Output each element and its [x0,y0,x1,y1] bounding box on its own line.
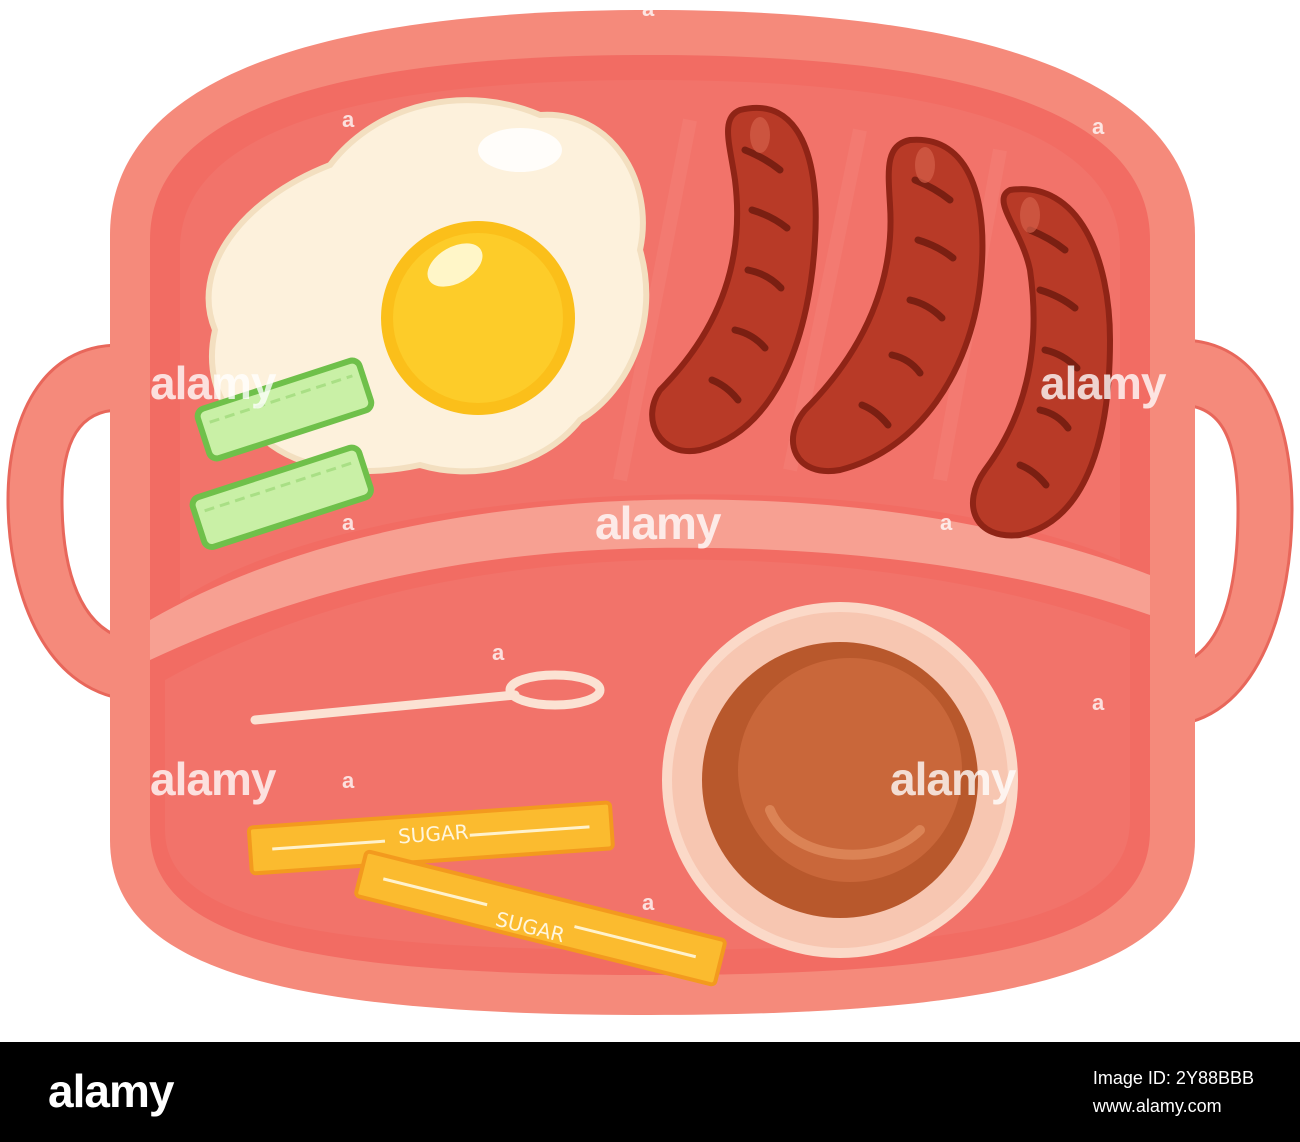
coffee-cup [662,602,1018,958]
watermark-mark: a [642,890,655,915]
watermark: alamy [150,357,276,409]
watermark-mark: a [940,510,953,535]
watermark-mark: a [342,510,355,535]
sausages [649,105,1114,539]
stock-footer: alamy Image ID: 2Y88BBB www.alamy.com [0,1042,1300,1142]
sausage [789,136,986,475]
footer-info: Image ID: 2Y88BBB www.alamy.com [1093,1064,1254,1120]
watermark-mark: a [342,768,355,793]
watermark-mark: a [1092,690,1105,715]
tray-handles [6,338,1294,727]
sausage [969,186,1114,539]
sausage [649,105,819,455]
watermark-mark: a [492,640,505,665]
watermark: alamy [150,753,276,805]
yolk-shine [427,243,483,287]
tray-divider [150,499,1150,660]
right-handle [1173,338,1294,727]
watermark-mark: a [1092,114,1105,139]
watermark: alamy [595,497,721,549]
cucumber-sticks [189,357,375,551]
coffee-stirrer [250,670,605,725]
watermark-mark: a [342,107,355,132]
image-id: Image ID: 2Y88BBB [1092,1068,1254,1088]
watermark: alamy [890,753,1016,805]
left-handle [6,343,132,702]
cucumber-stick [189,444,374,551]
sugar-packet-label: SUGAR [397,819,470,849]
watermark: alamy [1040,357,1166,409]
sugar-packet [354,849,727,987]
watermark-mark: a [642,0,655,21]
footer-url: www.alamy.com [1092,1096,1222,1116]
cucumber-stick [194,357,375,462]
sugar-packet [246,800,615,876]
egg-white-shine [478,128,562,172]
alamy-logo: alamy [48,1065,174,1117]
